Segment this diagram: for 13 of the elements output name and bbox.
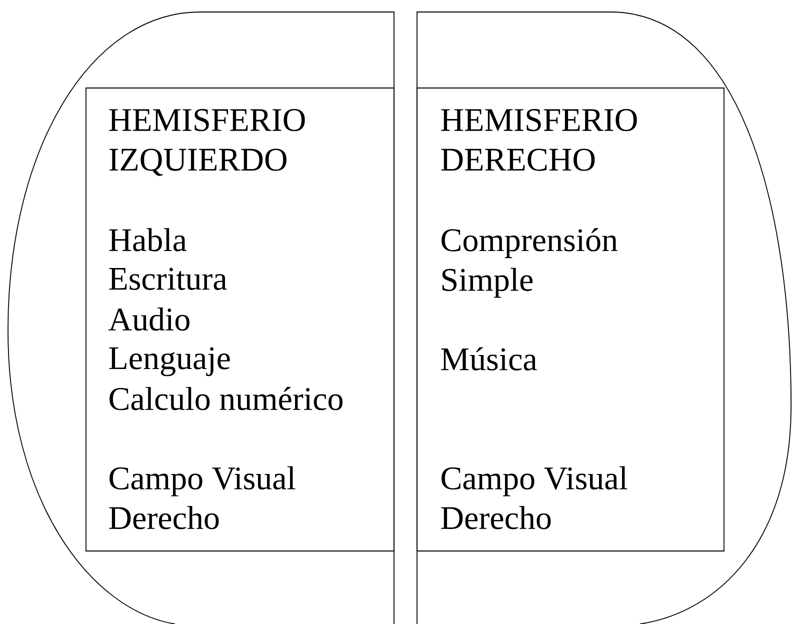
hemisphere-outline <box>8 12 394 624</box>
heading: HEMISFERIO IZQUIERDO <box>109 109 305 176</box>
list-item: Audio <box>108 308 190 331</box>
heading: HEMISFERIO DERECHO <box>441 109 637 171</box>
list-item: Campo Visual Derecho <box>441 466 628 530</box>
list-item: Calculo numérico <box>110 386 342 410</box>
list-item: Lenguaje <box>109 347 230 376</box>
list-item: Campo Visual Derecho <box>109 466 296 530</box>
hemisphere-outline <box>416 12 792 624</box>
list-item: Habla <box>109 228 187 252</box>
list-item: Escritura <box>109 268 227 290</box>
list-item: Comprensión Simple <box>442 228 618 298</box>
list-item: Música <box>441 347 537 370</box>
